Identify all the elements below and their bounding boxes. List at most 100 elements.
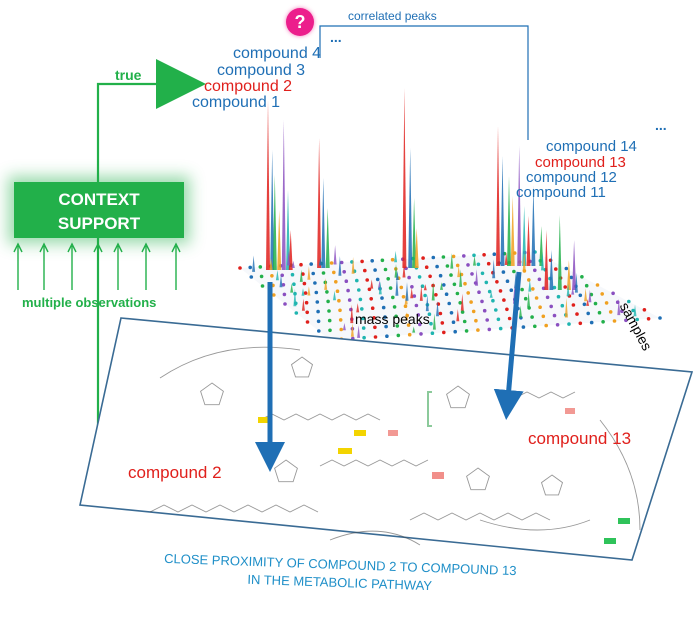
peak-base-dot [552, 285, 557, 290]
peak-base-dot [342, 270, 347, 274]
label-compound-14: compound 14 [546, 138, 637, 155]
peak-base-dot [507, 316, 512, 321]
peak-base-dot [373, 335, 378, 339]
peak-base-dot [386, 277, 391, 281]
question-badge: ? [286, 8, 314, 36]
mass-peak-plot [238, 88, 662, 342]
highlight-red [432, 472, 444, 479]
peak-base-dot [339, 260, 344, 265]
mass-peaks-spikes [252, 88, 637, 338]
highlight-yellow-3 [258, 417, 270, 423]
mass-peak-small-spike [394, 250, 398, 263]
mass-peak-small-spike [291, 260, 295, 268]
mass-peak-small-spike [456, 309, 460, 322]
multiple-observations-label: multiple observations [22, 295, 157, 310]
mass-peak-spike [500, 156, 505, 266]
peak-base-dot [388, 286, 393, 290]
peak-base-dot [495, 280, 499, 284]
mass-peak-spike [408, 148, 413, 268]
peak-base-dot [309, 262, 314, 266]
observation-arrowhead [171, 242, 181, 253]
peak-base-dot [355, 278, 359, 283]
mass-peak-small-spike [307, 286, 311, 296]
peak-base-dot [498, 289, 503, 293]
peak-base-dot [471, 309, 476, 314]
mass-peak-small-spike [574, 272, 578, 293]
peak-base-dot [552, 313, 557, 318]
mass-peak-spike [288, 230, 293, 270]
mass-peak-spike [317, 138, 322, 268]
peak-base-dot [512, 269, 516, 274]
peak-base-dot [360, 259, 364, 264]
mass-peak-small-spike [405, 282, 409, 301]
peak-base-dot [418, 322, 422, 327]
peak-base-dot [541, 314, 546, 319]
peak-base-dot [458, 301, 463, 305]
peak-base-dot [491, 298, 495, 303]
peak-base-dot [383, 315, 387, 319]
chem-chain [319, 459, 429, 467]
peak-base-dot [442, 283, 446, 287]
peak-base-dot [260, 284, 265, 288]
peak-base-dot [472, 253, 476, 258]
mass-peak-small-spike [519, 305, 522, 318]
peak-base-dot [584, 283, 589, 288]
mass-peak-small-spike [492, 259, 496, 279]
peak-base-dot [337, 298, 341, 303]
context-line-2: SUPPORT [57, 214, 141, 233]
observation-arrowhead [93, 242, 103, 253]
peak-base-dot [447, 301, 452, 306]
peak-base-dot [361, 316, 365, 321]
mass-peak-spike [321, 178, 326, 268]
peak-base-dot [442, 330, 446, 335]
arrow-compound13-down [493, 271, 524, 420]
peak-base-dot [624, 318, 628, 323]
peak-base-dot [435, 264, 439, 269]
peak-base-dot [582, 302, 587, 307]
peak-base-dot [455, 263, 460, 268]
peak-base-dot [339, 327, 344, 332]
context-line-1: CONTEXT [58, 190, 140, 209]
mass-peak-small-spike [425, 294, 429, 312]
peak-base-dot [608, 310, 613, 314]
peak-base-dot [466, 263, 470, 267]
peak-base-dot [357, 288, 361, 292]
peak-base-dot [385, 334, 389, 339]
peak-base-dot [569, 275, 574, 280]
label-compound-12: compound 12 [526, 169, 617, 186]
highlight-green [618, 518, 630, 524]
mass-peak-spike [557, 215, 562, 290]
mass-peak-small-spike [436, 301, 439, 317]
peak-base-dot [586, 311, 590, 316]
peak-base-dot [469, 300, 473, 304]
peak-base-dot [498, 326, 503, 331]
ellipsis-right: ... [655, 117, 667, 133]
peak-base-dot [329, 261, 334, 265]
peak-base-dot [477, 290, 481, 295]
mass-peak-small-spike [410, 287, 414, 299]
peak-base-dot [360, 307, 364, 311]
mass-peak-spike [325, 208, 330, 268]
peak-base-dot [549, 304, 553, 309]
mass-peak-small-spike [504, 252, 508, 265]
peak-base-dot [521, 325, 526, 329]
peak-base-dot [496, 317, 501, 322]
peak-base-dot [373, 325, 377, 330]
mass-peak-small-spike [307, 266, 311, 280]
mass-peak-spike [531, 186, 536, 266]
peak-base-dot [305, 320, 310, 324]
peak-plot-base [240, 252, 660, 340]
highlight-yellow-2 [354, 430, 366, 436]
peak-base-dot [417, 275, 422, 279]
peak-base-dot [538, 305, 542, 310]
observation-arrowhead [13, 242, 23, 253]
peak-base-dot [380, 258, 385, 263]
peak-base-dot [410, 285, 414, 289]
peak-base-dot [373, 268, 377, 272]
mass-peak-spike [549, 250, 554, 290]
peak-base-dot [527, 278, 531, 282]
peak-base-dot [259, 274, 264, 279]
mass-peak-small-spike [275, 270, 279, 281]
label-compound-3: compound 3 [217, 62, 306, 79]
peak-base-dot [620, 309, 624, 314]
